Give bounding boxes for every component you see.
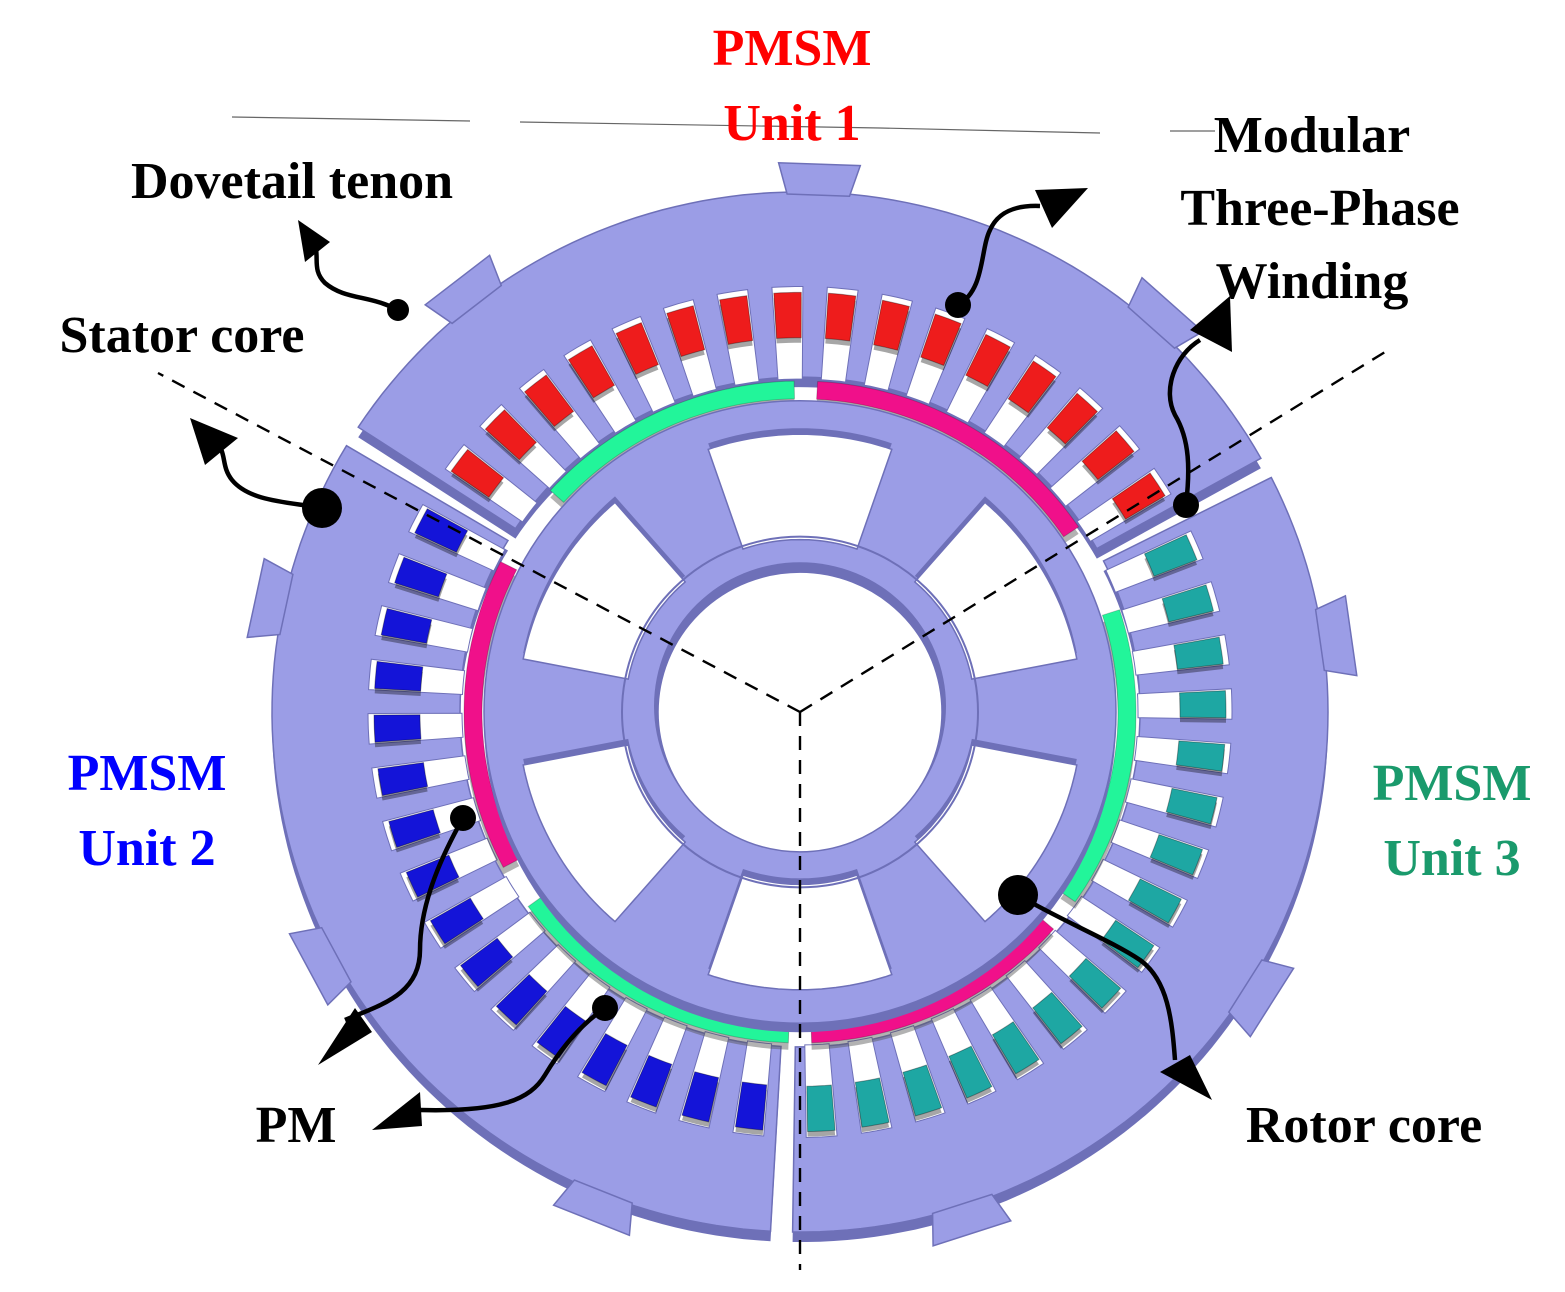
coil-3 [536, 1005, 586, 1059]
rotor-hole [913, 501, 1078, 680]
coil-2 [1161, 584, 1215, 623]
coil-2 [991, 1021, 1040, 1075]
winding-label-line1: Modular [1214, 107, 1410, 164]
stator-segment-3 [271, 444, 782, 1233]
coil-2 [1032, 991, 1083, 1045]
coil-2 [806, 1084, 836, 1133]
coil-2 [1143, 534, 1198, 577]
coil-2 [1178, 690, 1227, 719]
coil-1 [523, 374, 575, 428]
coil-1 [1111, 472, 1166, 520]
coil-3 [388, 809, 441, 849]
coil-1 [615, 321, 660, 376]
coil-3 [377, 762, 429, 797]
coil-2 [854, 1077, 890, 1128]
coil-3 [581, 1032, 628, 1087]
stator-core-label: Stator core [60, 307, 305, 364]
coil-3 [374, 660, 424, 692]
coil-3 [629, 1054, 673, 1108]
coil-3 [429, 897, 484, 945]
coil-1 [719, 295, 754, 345]
dovetail-tenon [1227, 959, 1295, 1038]
coil-1 [824, 292, 857, 342]
dovetail-tenon [288, 926, 352, 1007]
dovetail-tenon [931, 1193, 1013, 1247]
permanent-magnet-6 [463, 561, 520, 869]
dovetail-tenon [777, 162, 862, 197]
coil-3 [681, 1071, 720, 1123]
permanent-magnet-1 [549, 380, 796, 504]
unit3-label-line2: Unit 3 [1383, 830, 1520, 887]
coil-1 [965, 333, 1011, 388]
coil-3 [373, 714, 422, 743]
coil-3 [380, 607, 433, 644]
unit1-label-line1: PMSM [713, 20, 872, 77]
coil-1 [873, 299, 911, 351]
rotor-hole [522, 501, 687, 680]
coil-2 [948, 1045, 993, 1099]
hairlines [231, 116, 1215, 134]
coil-1 [450, 448, 505, 498]
labels: PMSM Unit 1 PMSM Unit 2 PMSM Unit 3 Dove… [60, 20, 1532, 1154]
coil-1 [920, 313, 962, 367]
unit-boundary-lines [157, 350, 1386, 1270]
coil-3 [394, 556, 448, 598]
unit2-label-line1: PMSM [68, 745, 227, 802]
coil-3 [459, 937, 514, 988]
three-phase-winding [373, 291, 1227, 1137]
coil-2 [902, 1064, 943, 1117]
rotor-hole [913, 744, 1078, 923]
coil-3 [405, 854, 460, 898]
coil-1 [567, 345, 616, 399]
dovetail-tenon [246, 557, 294, 639]
dovetail-tenon-label: Dovetail tenon [131, 153, 453, 210]
magnet-shadow [1060, 616, 1136, 909]
coil-1 [666, 305, 706, 358]
unit1-label-line2: Unit 1 [723, 95, 860, 152]
leader-lines [190, 188, 1232, 1130]
coil-1 [1046, 392, 1099, 445]
winding-label-line3: Winding [1216, 253, 1409, 310]
permanent-magnet-2 [816, 380, 1080, 538]
pm-label: PM [256, 1097, 337, 1154]
coil-1 [1007, 360, 1057, 414]
winding-label-line2: Three-Phase [1180, 180, 1459, 237]
dovetail-tenon [1314, 594, 1358, 677]
coil-2 [1175, 740, 1226, 772]
rotor-hole [707, 433, 893, 550]
coil-3 [734, 1081, 768, 1131]
coil-1 [484, 409, 538, 461]
unit2-label-line2: Unit 2 [78, 820, 215, 877]
coil-2 [1127, 878, 1182, 924]
dovetail-tenon [552, 1179, 633, 1237]
coil-3 [414, 508, 469, 553]
coil-2 [1173, 636, 1224, 670]
coil-1 [1081, 430, 1135, 481]
rotor-core-label: Rotor core [1246, 1097, 1482, 1154]
coil-2 [1149, 833, 1204, 876]
unit3-label-line1: PMSM [1373, 755, 1532, 812]
coil-2 [1165, 787, 1218, 825]
coil-2 [1068, 957, 1122, 1009]
dovetail-tenon [423, 254, 503, 325]
coil-3 [495, 973, 548, 1026]
rotor-hole [522, 744, 687, 923]
coil-1 [773, 291, 802, 339]
